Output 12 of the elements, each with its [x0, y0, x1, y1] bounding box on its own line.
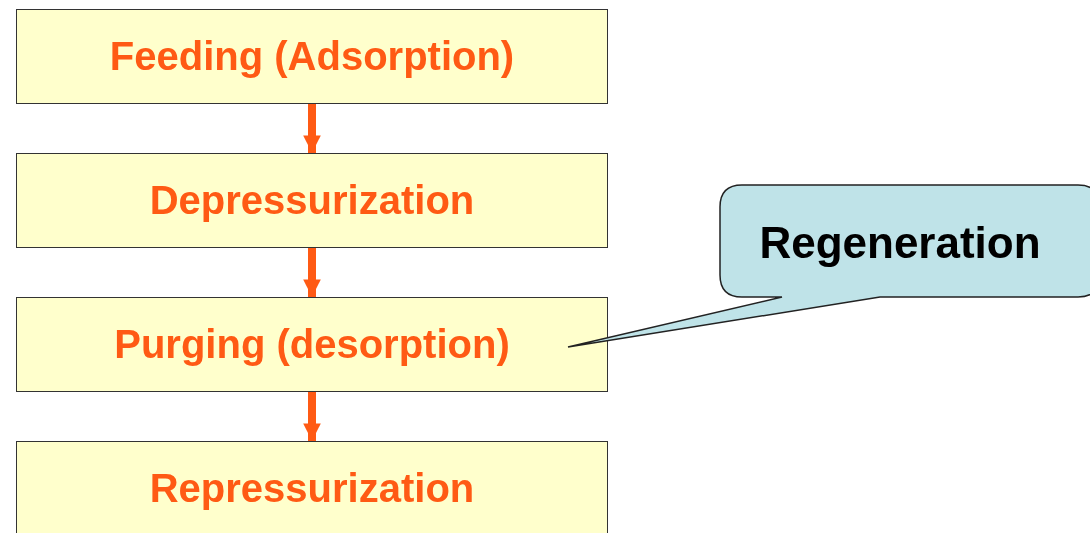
callout-text: Regeneration	[759, 218, 1041, 268]
step-label: Purging (desorption)	[114, 322, 510, 367]
process-box	[16, 297, 608, 392]
arrow	[303, 104, 321, 153]
step-label: Repressurization	[149, 466, 475, 511]
process-box	[16, 153, 608, 248]
step-label: Feeding (Adsorption)	[109, 34, 515, 79]
arrow	[303, 392, 321, 441]
step-label: Depressurization	[149, 178, 475, 223]
process-box	[16, 441, 608, 533]
arrow	[303, 248, 321, 297]
process-box	[16, 9, 608, 104]
